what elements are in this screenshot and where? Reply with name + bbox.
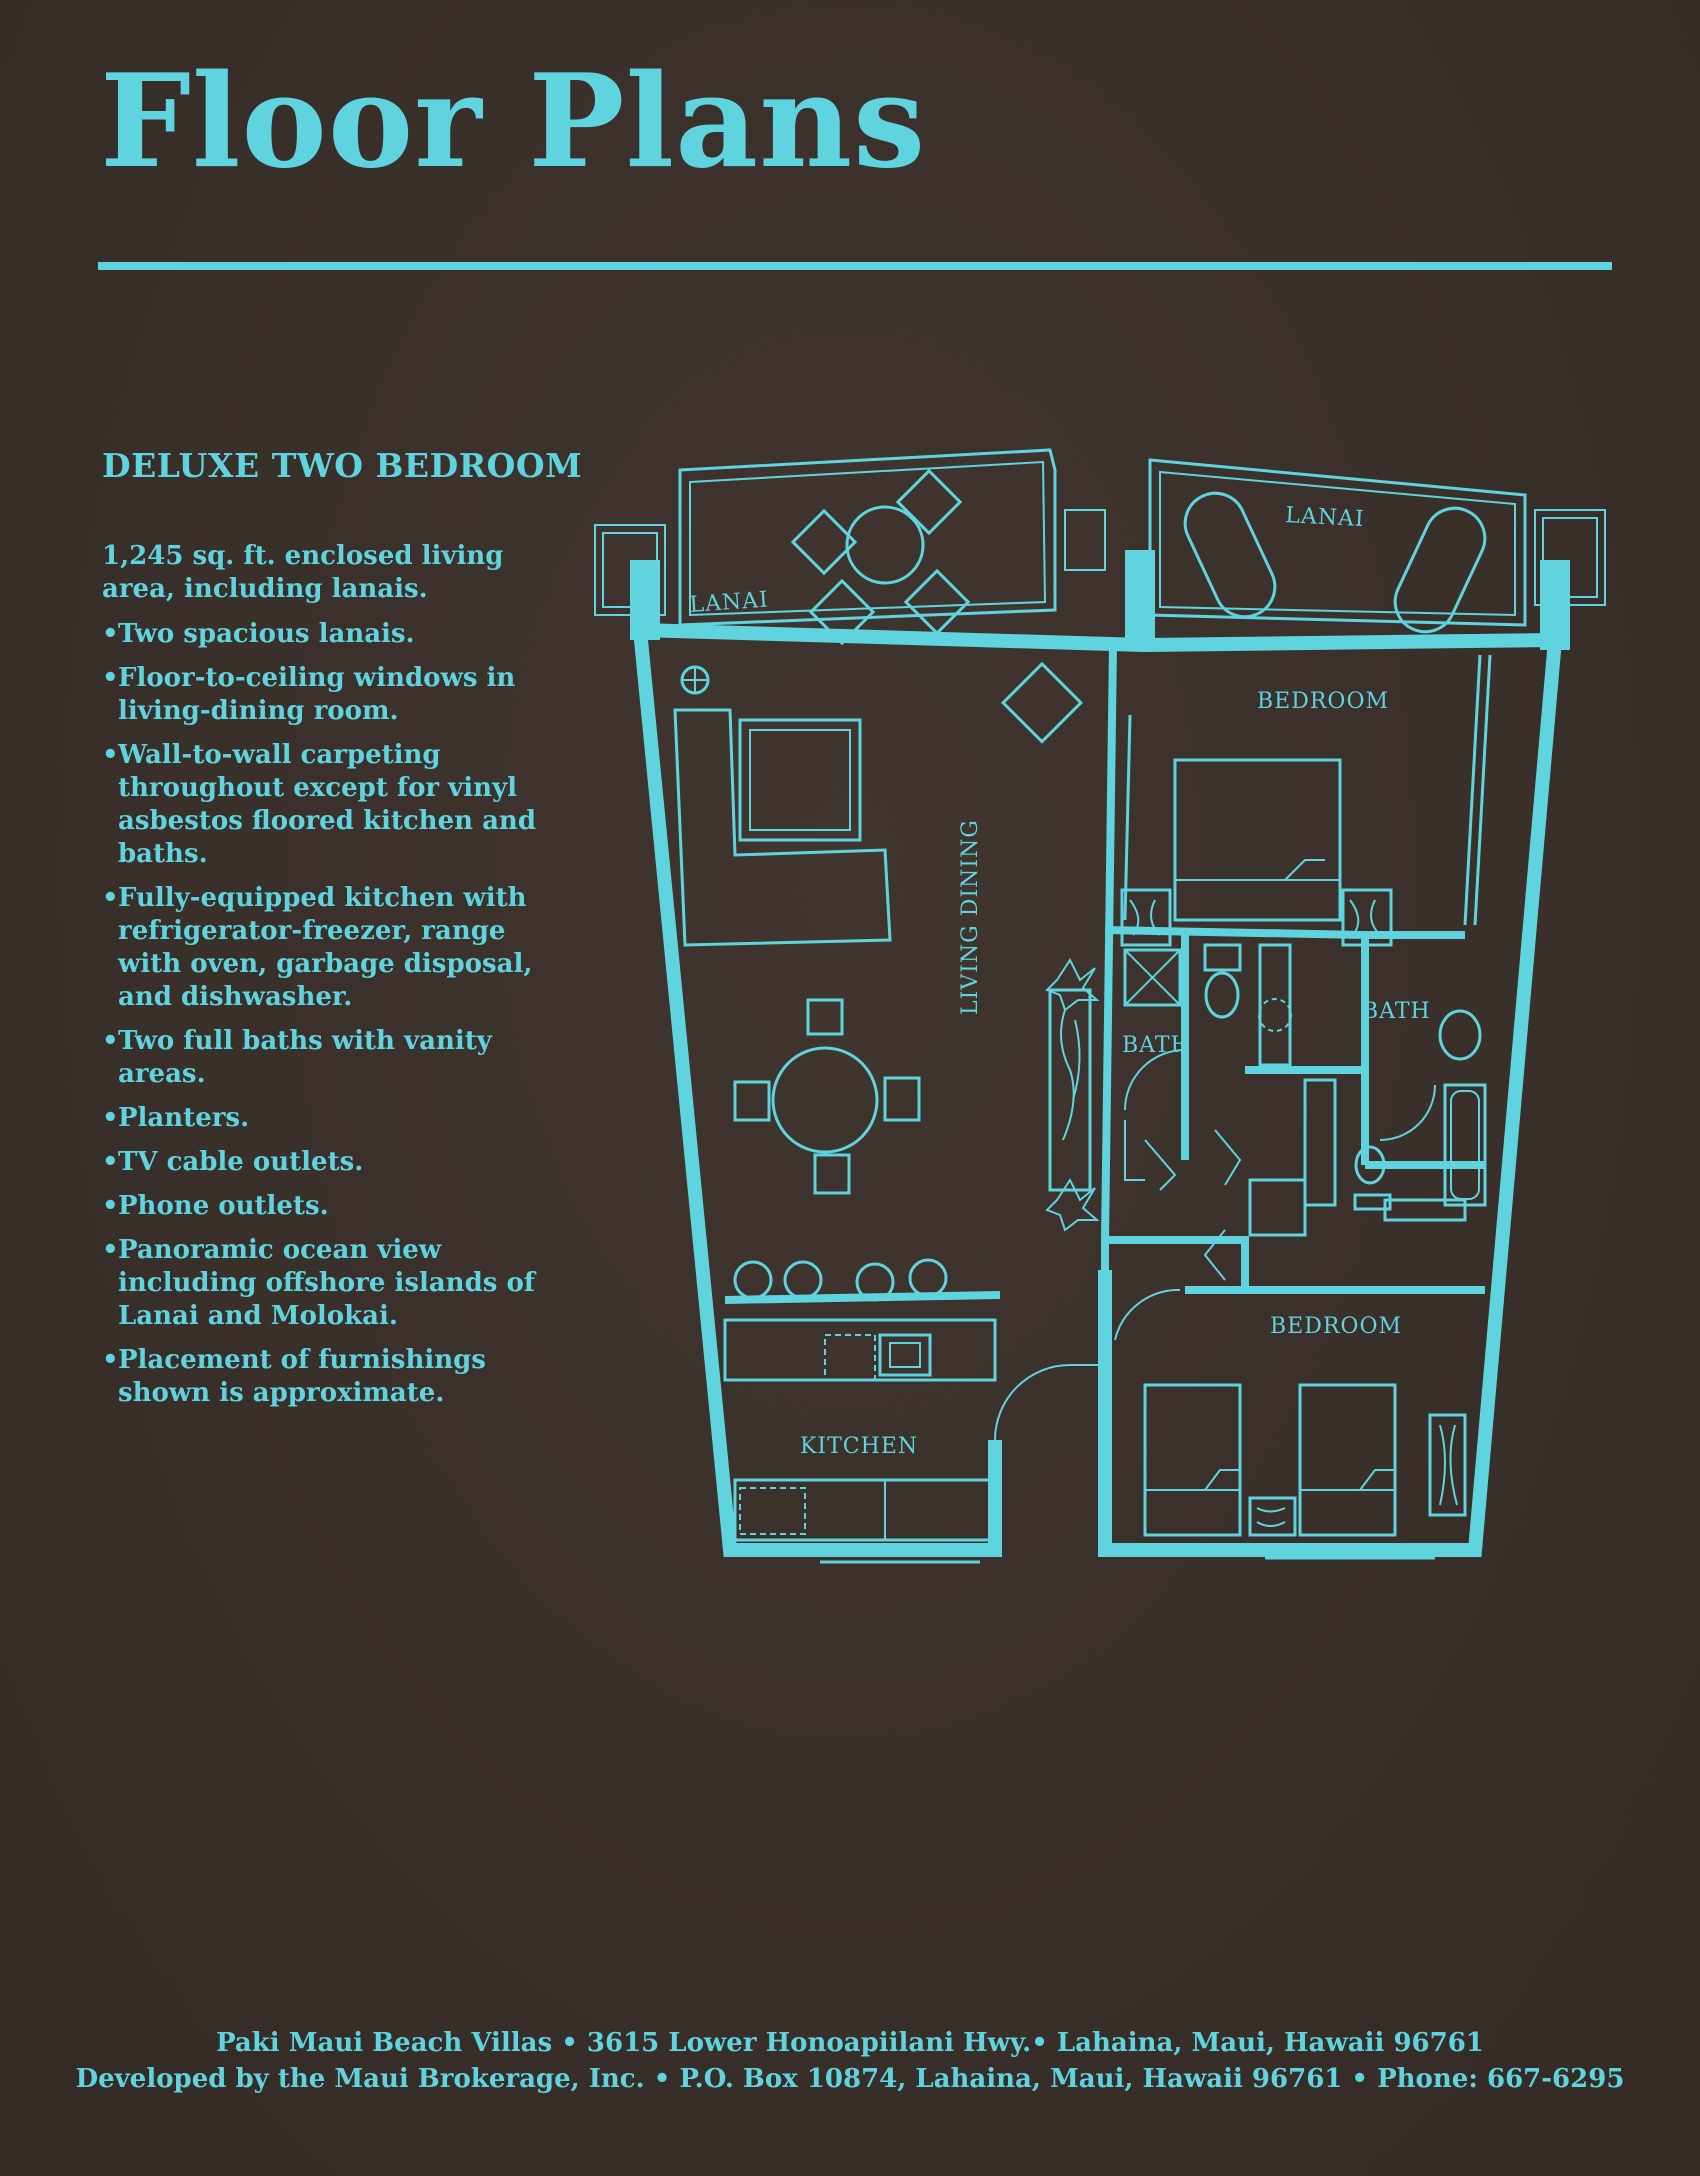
bedroom-bed-top [1120,758,1393,947]
interior-walls [724,644,1485,1550]
bath-right-label: BATH [1362,999,1431,1024]
dining-table [733,998,921,1195]
bath-right-fixtures [1203,1009,1487,1281]
footer-developer: Developed by the Maui Brokerage, Inc. • … [75,2064,1625,2094]
page-title: Floor Plans [100,47,927,197]
feature-item: Placement of furnishings shown is approx… [102,1344,572,1410]
feature-item: Wall-to-wall carpeting throughout except… [102,739,572,871]
footer-address: Paki Maui Beach Villas • 3615 Lower Hono… [216,2028,1484,2058]
exterior-walls [633,623,1563,1557]
area-intro: 1,245 sq. ft. enclosed living area, incl… [102,541,504,604]
title-rule [98,262,1612,270]
sofa-group [673,661,1084,947]
lanai-left-area [594,448,1106,646]
lanai-left-label: LANAI [689,588,770,618]
feature-item: Fully-equipped kitchen with refrigerator… [102,882,572,1014]
bedroom-bed-bottom [1114,1288,1467,1560]
feature-item: TV cable outlets. [102,1146,572,1179]
bedroom-bottom-label: BEDROOM [1270,1314,1402,1339]
feature-item: Two full baths with vanity areas. [102,1025,572,1091]
feature-item: Floor-to-ceiling windows in living-dinin… [102,662,572,728]
lanai-right-area [1148,458,1606,634]
feature-item: Planters. [102,1102,572,1135]
kitchen-label: KITCHEN [800,1434,918,1459]
floor-plan-diagram: LANAI LANAI BEDROOM LIVING DINING BATH B… [594,448,1606,1564]
kitchen-fixtures [723,1258,1105,1542]
lanai-right-label: LANAI [1285,503,1366,532]
feature-item: Phone outlets. [102,1190,572,1223]
bedroom-window [1463,654,1492,926]
feature-list: 1,245 sq. ft. enclosed living area, incl… [102,540,572,1421]
bedroom-top-label: BEDROOM [1257,689,1389,714]
feature-item: Panoramic ocean view including offshore … [102,1234,572,1333]
bath-left-label: BATH [1122,1033,1191,1058]
planter [1045,957,1100,1232]
columns [630,550,1570,650]
feature-items: Two spacious lanais. Floor-to-ceiling wi… [102,618,572,1410]
bath-left-fixtures [1123,943,1292,1191]
unit-heading: DELUXE TWO BEDROOM [102,446,583,485]
living-dining-label: LIVING DINING [958,819,983,1015]
feature-item: Two spacious lanais. [102,618,572,651]
